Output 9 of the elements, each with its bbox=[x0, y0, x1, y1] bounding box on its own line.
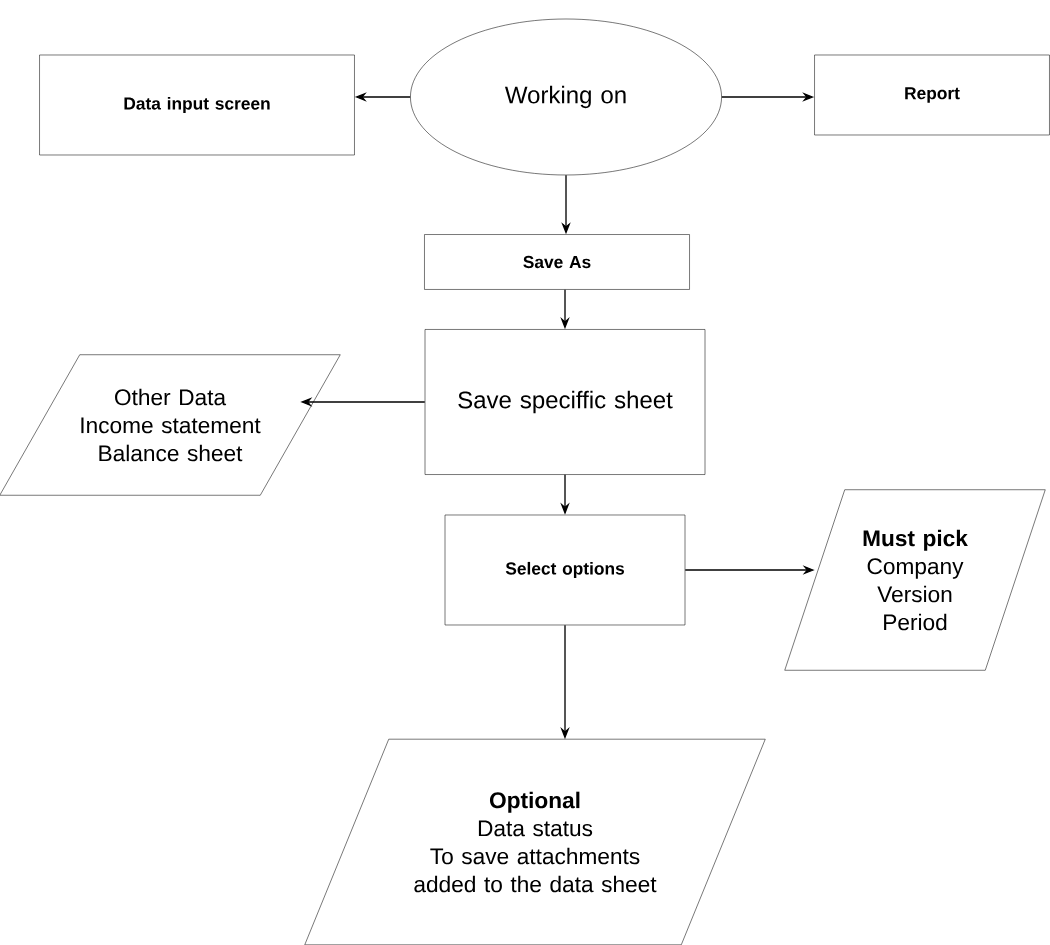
data-parallelogram: Optional Data status To save attachments added to the data sheet bbox=[304, 738, 766, 945]
process-box: Select options bbox=[444, 514, 686, 626]
ellipse-node: Working on bbox=[410, 18, 722, 176]
process-box: Data input screen bbox=[39, 54, 355, 156]
process-box: Report bbox=[814, 54, 1050, 136]
data-parallelogram: Other Data Income statement Balance sheet bbox=[0, 354, 341, 496]
data-parallelogram: Must pick Company Version Period bbox=[784, 489, 1046, 671]
process-box: Save As bbox=[424, 234, 690, 290]
process-box: Save speciffic sheet bbox=[424, 329, 706, 475]
